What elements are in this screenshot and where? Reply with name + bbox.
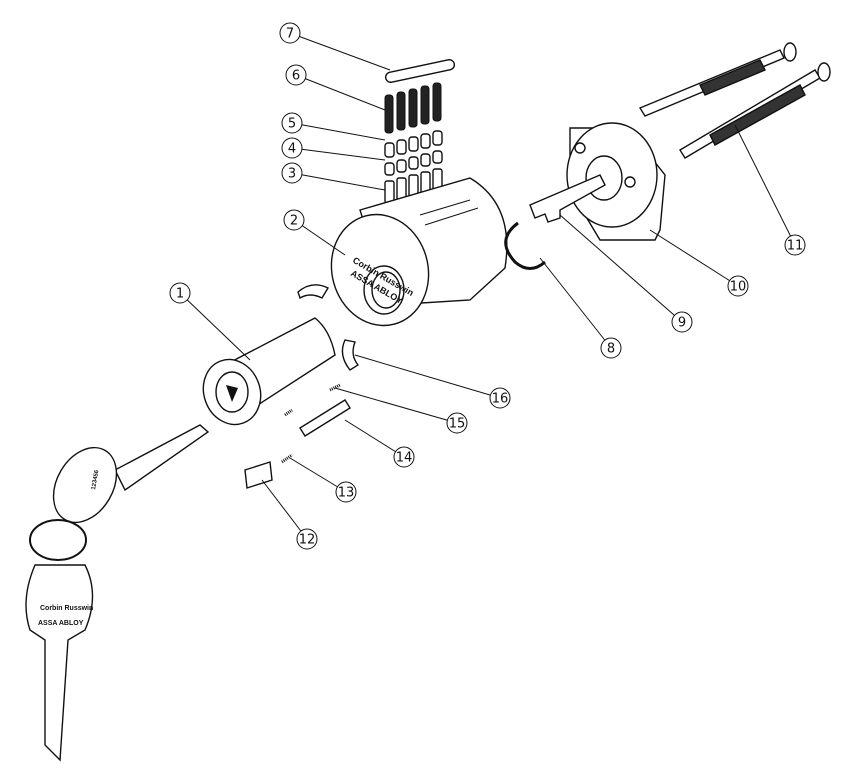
callout-number: 6 xyxy=(292,69,300,84)
callout-number: 3 xyxy=(288,167,296,182)
leader-line xyxy=(334,387,458,424)
part-pins xyxy=(384,130,443,204)
callout-16: 16 xyxy=(489,387,511,409)
callout-number: 10 xyxy=(730,280,747,295)
leader-line xyxy=(539,257,612,349)
callout-3: 3 xyxy=(281,162,303,184)
leader-line xyxy=(179,292,251,361)
callout-11: 11 xyxy=(784,234,806,256)
leader-line xyxy=(354,354,501,399)
callout-number: 1 xyxy=(176,287,184,302)
key-logo-brand: Corbin Russwin xyxy=(40,605,93,612)
key-lower: Corbin Russwin ASSA ABLOY xyxy=(25,564,93,762)
callout-13: 13 xyxy=(335,481,357,503)
leader-line xyxy=(261,479,308,540)
key-ring xyxy=(29,519,87,561)
part-locking-bar xyxy=(299,399,351,437)
key-number: 123456 xyxy=(91,469,101,490)
callout-number: 14 xyxy=(396,451,413,466)
key-upper: 123456 xyxy=(52,424,210,524)
leader-line xyxy=(559,214,683,323)
leader-line xyxy=(649,229,739,287)
part-mounting-plate xyxy=(566,122,666,241)
callout-8: 8 xyxy=(600,337,622,359)
callout-number: 15 xyxy=(449,417,466,432)
part-small-springs xyxy=(281,383,341,464)
callout-4: 4 xyxy=(281,137,303,159)
leader-line xyxy=(289,457,347,493)
callout-number: 12 xyxy=(299,533,316,548)
callout-1: 1 xyxy=(169,282,191,304)
callout-number: 16 xyxy=(492,392,509,407)
leader-line xyxy=(291,147,386,161)
callout-12: 12 xyxy=(296,528,318,550)
callout-number: 9 xyxy=(678,316,686,331)
callout-number: 7 xyxy=(286,27,294,42)
callout-9: 9 xyxy=(671,311,693,333)
callout-2: 2 xyxy=(283,209,305,231)
part-cylinder-segments xyxy=(297,284,360,371)
part-springs xyxy=(384,82,442,134)
callout-10: 10 xyxy=(727,275,749,297)
callout-14: 14 xyxy=(393,446,415,468)
leader-line xyxy=(344,419,405,458)
leader-line xyxy=(291,122,386,141)
callout-number: 2 xyxy=(290,214,298,229)
callout-6: 6 xyxy=(285,64,307,86)
part-mounting-screws xyxy=(638,42,831,159)
part-cam xyxy=(529,174,606,223)
callout-number: 11 xyxy=(787,239,804,254)
part-retainer-clip xyxy=(244,461,273,489)
leader-line xyxy=(289,32,391,71)
callout-7: 7 xyxy=(279,22,301,44)
leader-line xyxy=(734,124,796,246)
part-cylinder-plug xyxy=(202,317,336,426)
part-spring-cover xyxy=(384,59,456,83)
leader-line xyxy=(295,74,386,111)
callout-15: 15 xyxy=(446,412,468,434)
callout-number: 5 xyxy=(288,117,296,132)
callout-number: 13 xyxy=(338,486,355,501)
part-retaining-ring xyxy=(504,221,546,270)
callout-number: 4 xyxy=(288,142,296,157)
callout-number: 8 xyxy=(607,342,615,357)
leader-line xyxy=(291,172,386,191)
key-logo-parent: ASSA ABLOY xyxy=(38,620,84,627)
part-cylinder-housing: Corbin Russwin ASSA ABLOY xyxy=(330,177,508,327)
callout-5: 5 xyxy=(281,112,303,134)
